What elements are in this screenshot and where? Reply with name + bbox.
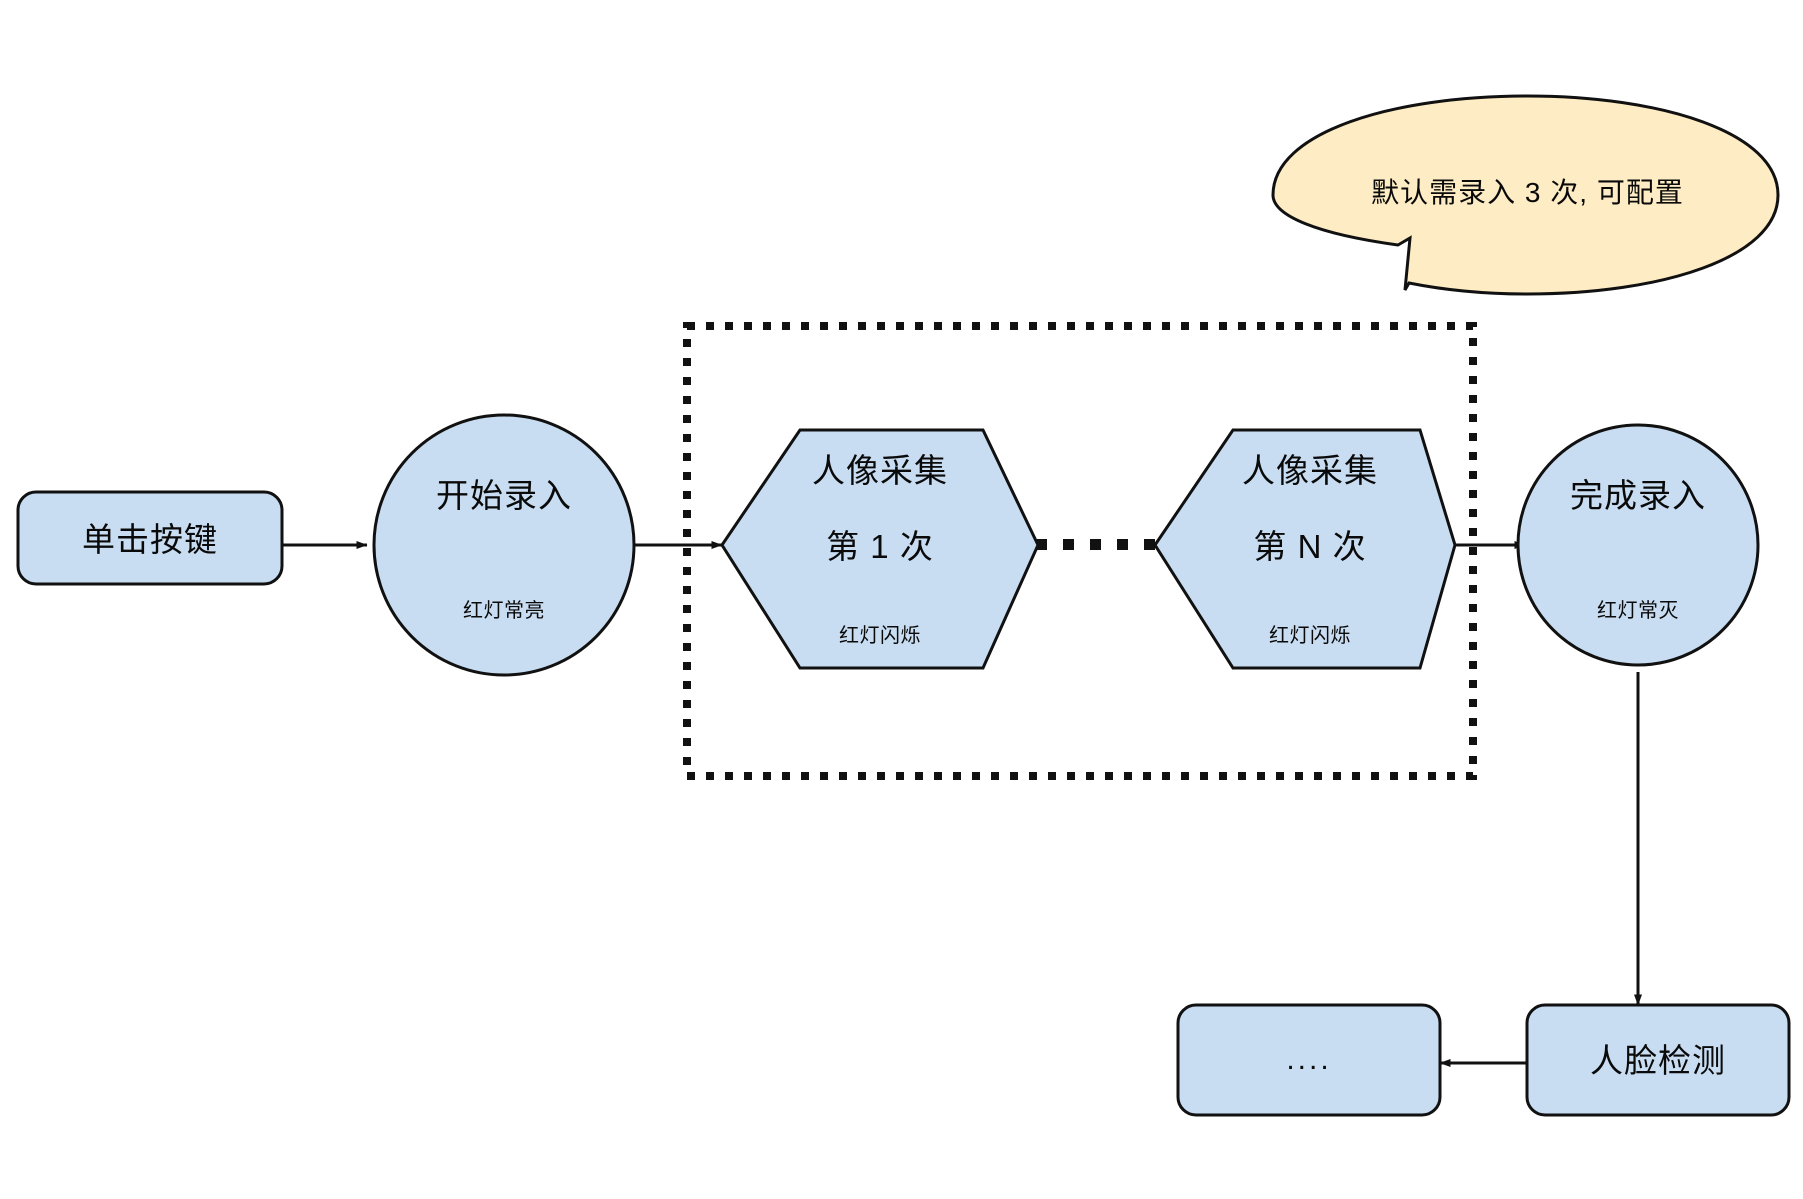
node-capture-nth[interactable] bbox=[1153, 428, 1457, 670]
node-finish-enroll[interactable] bbox=[1516, 423, 1760, 667]
node-start-enroll[interactable] bbox=[372, 413, 636, 677]
loop-group-dotted-border bbox=[683, 322, 1477, 780]
node-more-steps[interactable] bbox=[1176, 1003, 1442, 1117]
node-face-detect[interactable] bbox=[1525, 1003, 1791, 1117]
connector-capture1-to-captureN-dotted bbox=[1036, 539, 1155, 550]
callout-bubble bbox=[1271, 94, 1780, 296]
node-click-key[interactable] bbox=[16, 490, 284, 586]
node-capture-first[interactable] bbox=[720, 428, 1040, 670]
